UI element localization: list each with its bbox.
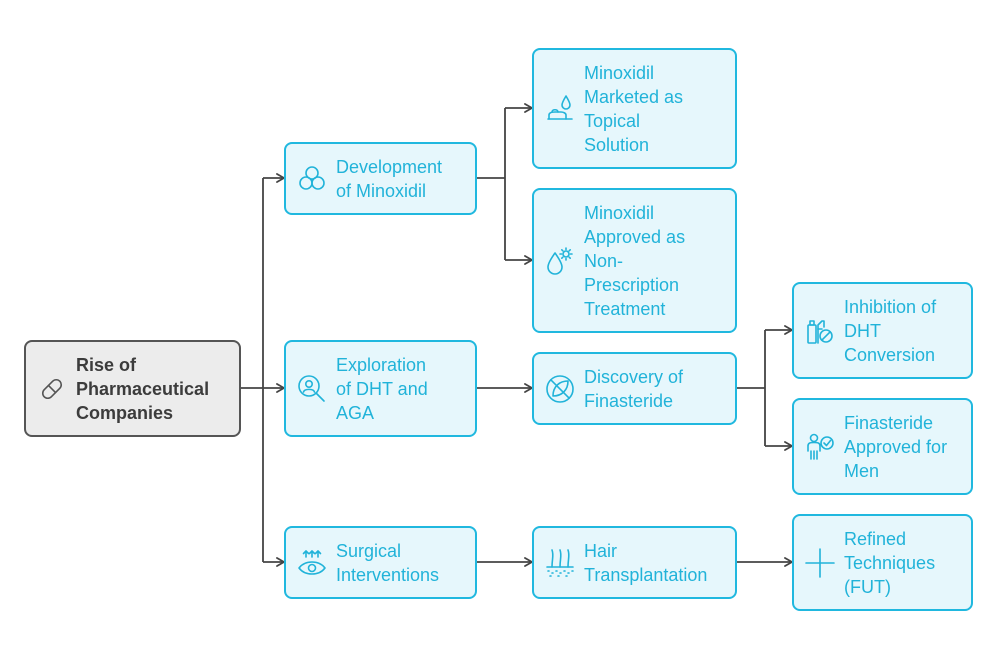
drop-gear-icon xyxy=(544,245,576,277)
pill-icon xyxy=(36,373,68,405)
fut-node: Refined Techniques (FUT) xyxy=(792,514,973,611)
marketed-node-label: Minoxidil Marketed as Topical Solution xyxy=(584,62,684,155)
finasteride-node: Discovery of Finasteride xyxy=(532,352,737,425)
plus-icon xyxy=(804,547,836,579)
molecule-icon xyxy=(296,163,328,195)
root-node-label: Rise of Pharmaceutical Companies xyxy=(76,354,210,423)
eye-arrows-icon xyxy=(296,547,328,579)
inhibition-node: Inhibition of DHT Conversion xyxy=(792,282,973,379)
development-node-label: Development of Minoxidil xyxy=(336,156,443,201)
fin-men-node-label: Finasteride Approved for Men xyxy=(844,412,948,481)
marketed-node: Minoxidil Marketed as Topical Solution xyxy=(532,48,737,169)
no-leaf-icon xyxy=(544,373,576,405)
surgical-node-label: Surgical Interventions xyxy=(336,540,440,585)
exploration-node-label: Exploration of DHT and AGA xyxy=(336,354,428,423)
inhibition-node-label: Inhibition of DHT Conversion xyxy=(844,296,937,365)
development-node: Development of Minoxidil xyxy=(284,142,477,215)
transplant-node-label: Hair Transplantation xyxy=(584,540,708,585)
bottle-block-icon xyxy=(804,315,836,347)
fut-node-label: Refined Techniques (FUT) xyxy=(844,528,936,597)
hair-follicle-icon xyxy=(544,547,576,579)
transplant-node: Hair Transplantation xyxy=(532,526,737,599)
root-node: Rise of Pharmaceutical Companies xyxy=(24,340,241,437)
exploration-node: Exploration of DHT and AGA xyxy=(284,340,477,437)
person-check-icon xyxy=(804,431,836,463)
fin-men-node: Finasteride Approved for Men xyxy=(792,398,973,495)
approved-nonrx-node: Minoxidil Approved as Non- Prescription … xyxy=(532,188,737,333)
magnify-person-icon xyxy=(296,373,328,405)
dropper-cream-icon xyxy=(544,93,576,125)
surgical-node: Surgical Interventions xyxy=(284,526,477,599)
finasteride-node-label: Discovery of Finasteride xyxy=(584,366,684,411)
approved-nonrx-node-label: Minoxidil Approved as Non- Prescription … xyxy=(584,202,686,319)
